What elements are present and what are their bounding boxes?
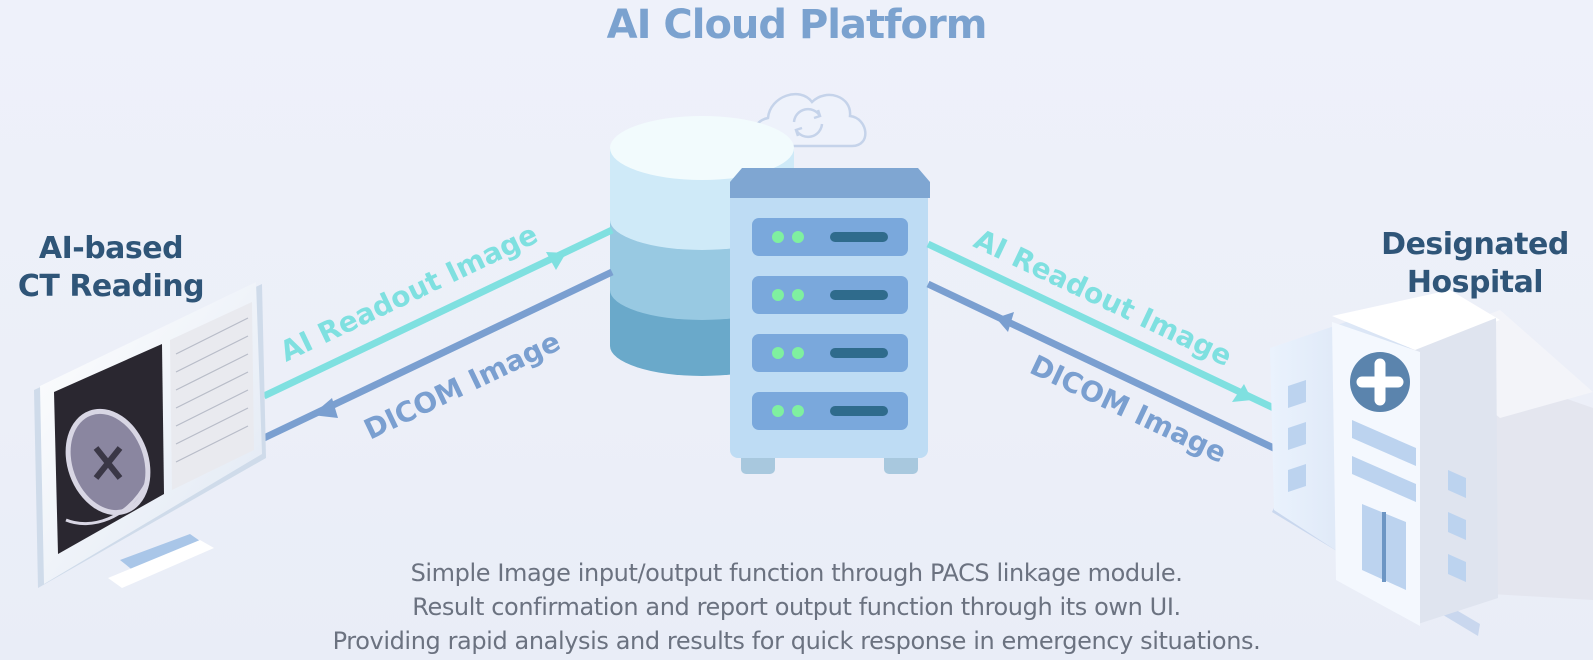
ct-reading-label: AI-based CT Reading <box>6 230 216 306</box>
left-dicom-arrow <box>262 268 614 442</box>
server-unit <box>752 276 908 314</box>
caption-line: Providing rapid analysis and results for… <box>332 627 1261 655</box>
hospital-label: Designated Hospital <box>1360 226 1590 302</box>
hospital-icon <box>1270 290 1593 636</box>
page-title: AI Cloud Platform <box>606 2 988 48</box>
monitor-icon <box>34 282 266 588</box>
right-dicom-arrow <box>926 280 1284 456</box>
hospital-label-line2: Hospital <box>1406 265 1544 300</box>
server-unit <box>752 218 908 256</box>
server-unit <box>752 334 908 372</box>
left-readout-label: AI Readout Image <box>275 217 543 368</box>
right-dicom-label: DICOM Image <box>1025 349 1232 470</box>
ct-reading-label-line1: AI-based <box>38 231 184 266</box>
left-readout-arrow <box>262 226 614 400</box>
ct-reading-label-line2: CT Reading <box>17 269 205 304</box>
right-readout-label: AI Readout Image <box>969 223 1237 373</box>
caption-line: Result confirmation and report output fu… <box>412 593 1181 621</box>
caption-line: Simple Image input/output function throu… <box>410 559 1183 587</box>
caption-block: Simple Image input/output function throu… <box>0 556 1593 658</box>
server-rack-icon <box>730 168 930 474</box>
hospital-label-line1: Designated <box>1381 227 1569 262</box>
right-readout-arrow <box>926 240 1284 416</box>
server-unit <box>752 392 908 430</box>
